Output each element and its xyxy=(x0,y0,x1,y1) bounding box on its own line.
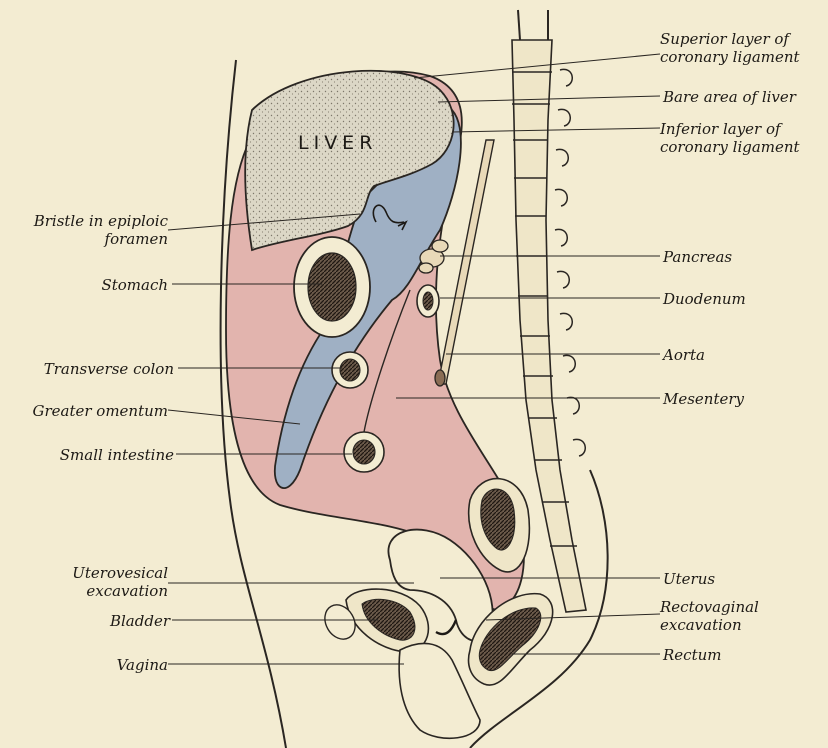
liver-label: LIVER xyxy=(298,132,377,154)
label-rectovaginal-excavation: Rectovaginal excavation xyxy=(660,598,759,634)
label-stomach: Stomach xyxy=(4,276,168,294)
aorta-section xyxy=(435,370,445,386)
label-transverse-colon: Transverse colon xyxy=(4,360,174,378)
label-mesentery: Mesentery xyxy=(663,390,744,408)
label-bladder: Bladder xyxy=(4,612,170,630)
label-vagina: Vagina xyxy=(4,656,168,674)
label-superior-coronary-ligament: Superior layer of coronary ligament xyxy=(660,30,826,66)
label-small-intestine: Small intestine xyxy=(4,446,174,464)
label-uterovesical-excavation: Uterovesical excavation xyxy=(4,564,168,600)
label-pancreas: Pancreas xyxy=(663,248,732,266)
label-inferior-coronary-ligament: Inferior layer of coronary ligament xyxy=(660,120,826,156)
label-aorta: Aorta xyxy=(663,346,705,364)
cervix-mark xyxy=(436,620,456,634)
bladder-shape xyxy=(319,589,429,652)
transverse-colon-shape xyxy=(332,352,368,388)
label-bristle-epiploic-foramen: Bristle in epiploic foramen xyxy=(4,212,168,248)
label-uterus: Uterus xyxy=(663,570,715,588)
small-intestine-shape xyxy=(344,432,384,472)
label-bare-area-of-liver: Bare area of liver xyxy=(663,88,796,106)
label-rectum: Rectum xyxy=(663,646,721,664)
label-greater-omentum: Greater omentum xyxy=(4,402,168,420)
stomach-shape xyxy=(294,237,370,337)
duodenum-shape xyxy=(417,285,439,317)
label-duodenum: Duodenum xyxy=(663,290,746,308)
